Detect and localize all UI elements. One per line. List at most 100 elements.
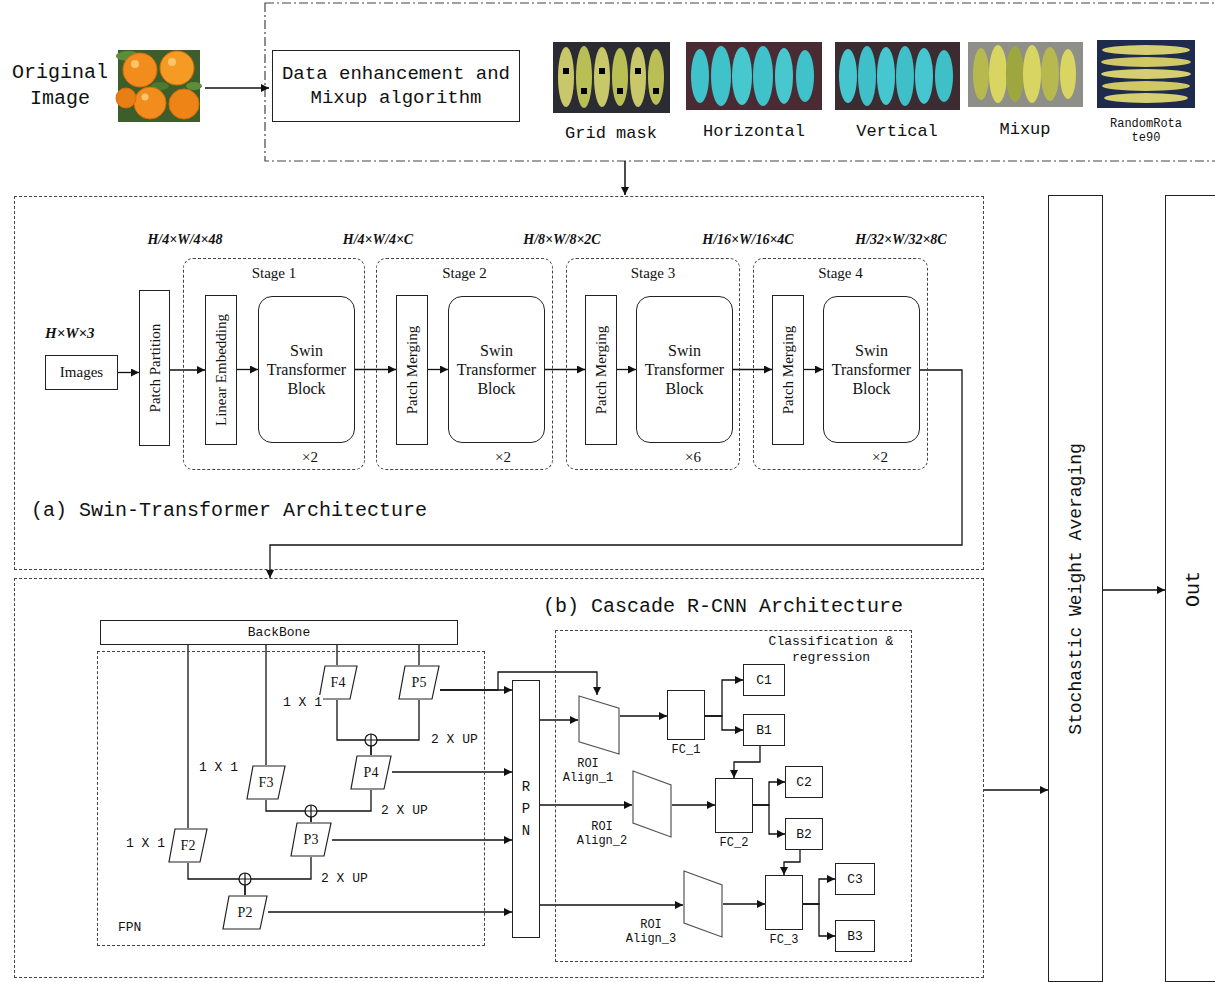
orange-photo [142,94,149,101]
connector [332,839,512,840]
mixup-thumbnail [989,45,1007,103]
node-text: ×2 [302,449,318,466]
connector [170,369,205,370]
rotate90-thumbnail [1097,40,1195,108]
node-text: B1 [756,723,772,738]
sum-junction [239,873,251,885]
annotation-label: H/4×W/4×C [328,232,428,248]
connector [265,645,266,765]
node-outline [247,766,285,799]
annotation-label: Horizontal [700,122,808,141]
node-text: FC_3 [752,933,816,947]
connector [617,369,636,370]
edge-label: 1 X 1 [125,836,166,851]
vertical-text: Patch Merging [404,326,421,414]
mixup-thumbnail [1006,46,1024,102]
vertical-text: Stochastic Weight Averaging [1066,443,1086,735]
mixup-thumbnail [1060,49,1076,99]
node-outline [633,771,671,837]
node-text: C1 [756,673,772,688]
roi-align: ROI Align_2 [632,770,672,838]
horizontal-flip-thumbnail [753,46,773,106]
rotate90-thumbnail [1101,57,1191,67]
vertical-flip-thumbnail [839,49,857,103]
feature-map: P2 [222,895,268,930]
edge-label: 2 X UP [320,871,369,886]
connector [620,715,667,716]
node-text: Classification & regression [764,634,898,666]
vertical-flip-thumbnail [835,42,960,110]
connector [545,369,585,370]
horizontal-flip-thumbnail [691,49,709,103]
annotation-label: H/4×W/4×48 [135,232,235,248]
orange-photo [168,58,176,66]
connector [1103,589,1165,590]
vertical-box: Patch Merging [585,295,617,445]
connector [540,804,632,805]
connector [723,903,765,904]
node-text: ROI Align_3 [623,918,679,946]
roi-align: ROI Align_1 [578,695,620,755]
dashed-panel: F4P5F3P4F2P3P2FPN [97,651,485,946]
rotate90-thumbnail [1102,81,1190,91]
node-text: Data enhancement and Mixup algorithm [277,62,515,110]
connector [187,645,188,828]
connector [804,369,823,370]
edge-label: 1 X 1 [198,760,239,775]
connector [337,700,371,755]
grid-mask-thumbnail [594,47,610,107]
sum-junction [365,734,377,746]
dashed-panel: BackBoneF4P5F3P4F2P3P2FPNROI Align_1FC_1… [14,578,984,978]
node-text: RPN [519,776,533,842]
node-text: Swin Transformer Block [828,341,915,398]
node-text: P4 [364,765,379,781]
grid-mask-thumbnail [612,48,628,106]
node-outline [351,756,391,789]
vertical-flip-thumbnail [915,48,933,104]
node-outline [578,695,620,755]
grid-mask-thumbnail [648,49,664,105]
node-text: BackBone [248,625,310,640]
connector [237,369,258,370]
node-text: P3 [304,832,319,848]
vertical-text: Patch Partition [146,324,163,413]
grid-mask-thumbnail [635,68,641,74]
annotation-label: H×W×3 [45,325,125,342]
node-text: ROI Align_2 [574,820,630,848]
process-box: C3 [835,863,875,895]
grid-mask-thumbnail [576,46,592,108]
block-box: Swin Transformer Block [823,296,920,443]
dashed-panel-outline [265,3,1215,161]
node-outline [223,896,267,929]
connector [428,369,448,370]
flow-arrow [205,87,269,89]
vertical-flip-thumbnail [835,42,960,110]
sum-junction [305,805,317,817]
grid-mask-thumbnail [563,68,569,74]
grid-mask-thumbnail [653,88,659,94]
process-box: Images [45,355,118,390]
orange-photo [116,50,202,122]
connector [392,771,512,772]
mixup-thumbnail [973,48,989,100]
vertical-text: Patch Merging [593,326,610,414]
annotation-label: Original Image [5,60,115,112]
connector [245,857,311,895]
stage-group: Patch MergingSwin Transformer BlockStage… [566,258,740,470]
connector [803,904,835,936]
node-text: F4 [331,675,346,691]
node-outline [169,829,207,862]
vertical-box: Patch Partition [139,290,170,446]
node-text: Stage 2 [377,265,552,282]
node-outline [683,870,723,938]
feature-map: P5 [398,665,440,700]
vertical-box: Linear Embedding [205,295,237,445]
connector [784,850,800,875]
node-outline [291,823,331,856]
grid-mask-thumbnail [599,68,605,74]
block-box: Swin Transformer Block [258,296,355,443]
node-outline [684,871,722,937]
node-outline [632,770,672,838]
horizontal-flip-thumbnail [711,46,731,106]
node-text: C2 [796,775,812,790]
